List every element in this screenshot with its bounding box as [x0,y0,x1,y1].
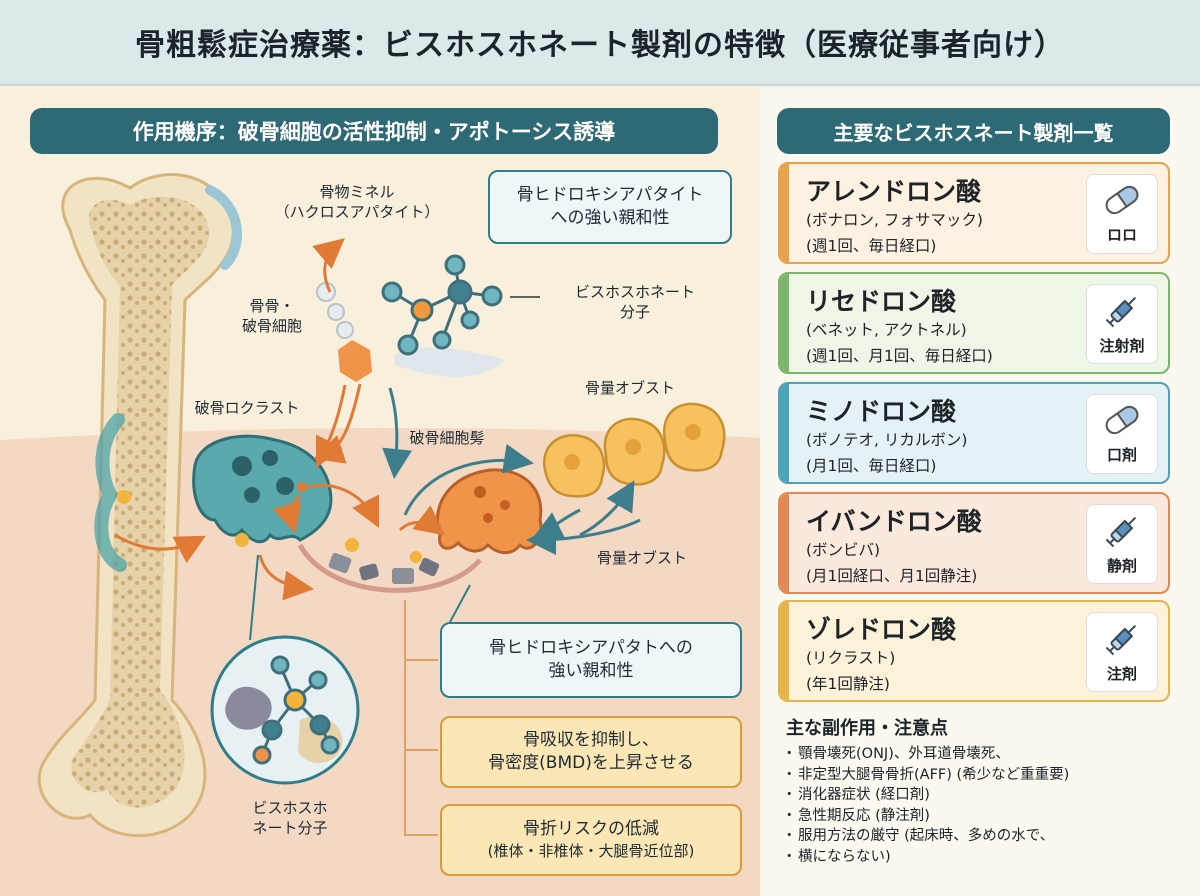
affinity-callout-mid-line2: 強い親和性 [548,661,634,681]
osteoblast-bottom-label: 骨量オブスト [596,549,687,567]
drug-card: ゾレドロン酸 (リクラスト) (年1回静注) 注剤 [778,600,1170,702]
drug-name: リセドロン酸 [806,287,957,316]
drug-frequency: (月1回経口、月1回静注) [806,567,978,585]
effect-bmd-line1: 骨吸収を抑制し、 [523,730,659,751]
bp-molecule-label-line1: ビスホスホネート [574,283,695,301]
bone-cell-label-line1: 骨骨・ [249,297,295,315]
effect-fracture-line1: 骨折リスクの低減 [523,819,659,840]
osteoblast-row [542,402,726,498]
bp-molecule-label-line2: 分子 [619,303,650,322]
bone-mineral-label-line2: （ハクロスアパタイト） [274,203,440,222]
affinity-callout-top: 骨ヒドロキシアパタイト への強い親和性 [488,170,732,244]
bone-cell-label-line2: 破骨細胞 [241,317,302,336]
drug-brand: (ボナロン, フォサマック) [806,211,983,229]
mechanism-diagram [0,173,760,896]
effect-bmd-line2: 骨密度(BMD)を上昇させる [488,753,694,773]
side-effect-item: 急性期反応 (静注剤) [782,806,1186,827]
bone-cell-label: 骨骨・ 破骨細胞 [222,296,322,337]
side-effect-item: 顎骨壊死(ONJ)、外耳道骨壊死、 [782,744,1186,765]
osteoblast-top-label: 骨量オブスト [584,379,675,397]
drug-route-label: 口剤 [1106,446,1137,464]
drug-route-badge: 静剤 [1086,504,1158,584]
drug-route-badge: 注射剤 [1086,284,1158,364]
drug-brand: (リクラスト) [806,649,896,667]
affinity-callout-mid: 骨ヒドロキシアパタトへの 強い親和性 [440,622,742,698]
side-effect-item: 横にならない) [782,847,1186,868]
effect-bmd-box: 骨吸収を抑制し、 骨密度(BMD)を上昇させる [440,716,742,788]
osteoblast-cell [435,468,543,555]
drug-card: アレンドロン酸 (ボナロン, フォサマック) (週1回、毎日経口) ロロ [778,162,1170,264]
title-bar: 骨粗鬆症治療薬：ビスホスホネート製剤の特徴（医療従事者向け） [0,0,1200,86]
side-effects-title: 主な副作用・注意点 [786,718,948,739]
drug-card: イバンドロン酸 (ボンビバ) (月1回経口、月1回静注) 静剤 [778,492,1170,594]
drug-frequency: (週1回、毎日経口) [806,237,937,255]
drug-brand: (ボノテオ, リカルボン) [806,431,968,449]
side-effect-item: 非定型大腿骨骨折(AFF) (希少など重重要) [782,765,1186,786]
drug-card-color-strip [780,494,789,592]
inset-molecule-circle [210,554,360,785]
affinity-callout-mid-line1: 骨ヒドロキシアパタトへの [489,638,693,659]
syringe-icon [1101,291,1143,335]
drug-frequency: (月1回、毎日経口) [806,457,937,475]
side-effect-item: 服用方法の厳守 (起床時、多めの水で、 [782,826,1186,847]
drug-name: ゾレドロン酸 [806,615,957,644]
drug-route-label: 注射剤 [1099,337,1145,355]
affinity-callout-top-line2: への強い親和性 [550,208,670,228]
drug-card-color-strip [780,384,789,482]
drug-card: リセドロン酸 (ベネット, アクトネル) (週1回、月1回、毎日経口) 注射剤 [778,272,1170,374]
bone-mineral-label-line1: 骨物ミネル [319,183,395,201]
drug-card-color-strip [780,602,789,700]
drug-route-label: 静剤 [1106,557,1137,575]
affinity-callout-top-line1: 骨ヒドロキシアパタイト [516,185,704,206]
mechanism-header: 作用機序：破骨細胞の活性抑制・アポトーシス誘導 [30,108,718,154]
drug-frequency: (年1回静注) [806,675,890,693]
capsule-icon [1101,401,1143,443]
mineral-chain [316,282,372,382]
drug-card: ミノドロン酸 (ボノテオ, リカルボン) (月1回、毎日経口) 口剤 [778,382,1170,484]
drug-route-badge: 注剤 [1086,612,1158,692]
bisphosphonate-molecule [381,254,505,377]
inset-label-line1: ビスホスホ [252,799,328,817]
effect-fracture-line2: (椎体・非椎体・大腿骨近位部) [487,842,695,861]
bp-molecule-label: ビスホスホネート 分子 [545,282,725,323]
drug-name: アレンドロン酸 [806,177,982,206]
inset-label-line2: ネート分子 [252,819,328,838]
connector-lines [404,600,438,836]
drug-route-badge: 口剤 [1086,394,1158,474]
drug-route-badge: ロロ [1086,174,1158,254]
page-title: 骨粗鬆症治療薬：ビスホスホネート製剤の特徴（医療従事者向け） [135,28,1065,63]
drug-name: ミノドロン酸 [806,397,957,426]
drug-card-color-strip [780,274,789,372]
syringe-icon [1101,511,1143,555]
resorption-pit [235,533,482,593]
drug-route-label: ロロ [1106,226,1137,244]
drug-name: イバンドロン酸 [806,507,982,536]
drug-frequency: (週1回、月1回、毎日経口) [806,347,993,365]
drug-card-color-strip [780,164,789,262]
osteoclast-arrow-label: 破骨細胞髣 [409,429,485,447]
drug-brand: (ボンビバ) [806,541,881,559]
bone-mineral-label: 骨物ミネル （ハクロスアパタイト） [262,182,452,223]
inset-label: ビスホスホ ネート分子 [235,798,345,839]
femur-bone [37,173,242,838]
drug-brand: (ベネット, アクトネル) [806,321,967,339]
osteoclast-label: 破骨ロクラスト [194,399,300,417]
side-effect-item: 消化器症状 (経口剤) [782,785,1186,806]
process-arrows [114,238,641,601]
side-effects-list: 顎骨壊死(ONJ)、外耳道骨壊死、 非定型大腿骨骨折(AFF) (希少など重重要… [782,744,1186,868]
effect-fracture-box: 骨折リスクの低減 (椎体・非椎体・大腿骨近位部) [440,804,742,876]
drug-route-label: 注剤 [1106,665,1137,683]
drug-list-header: 主要なビスホスネート製剤一覧 [777,108,1170,154]
capsule-icon [1101,181,1143,223]
syringe-icon [1101,619,1143,663]
